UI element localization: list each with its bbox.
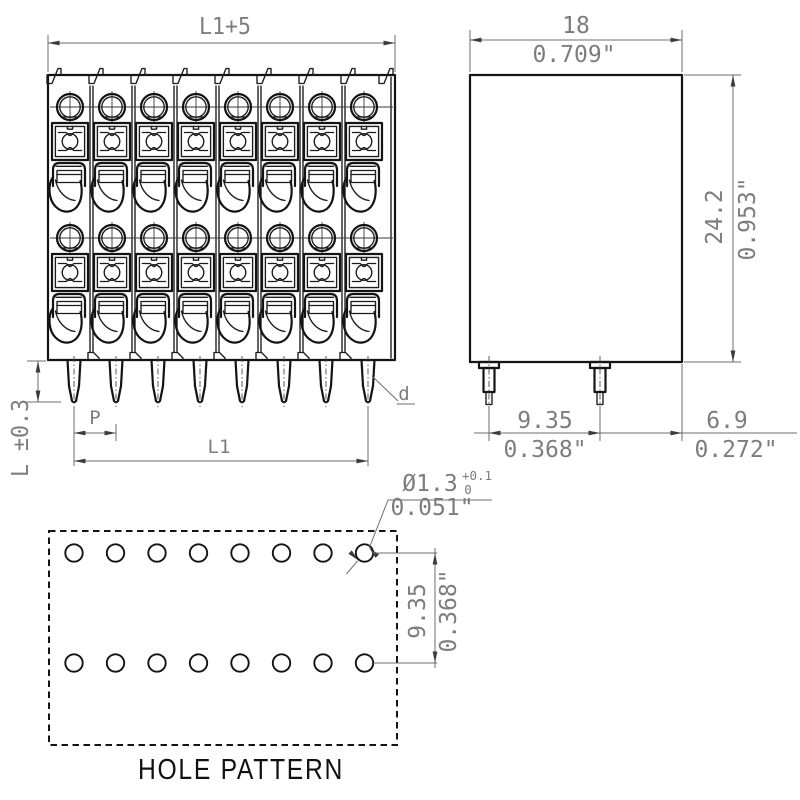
dim-overall-width: L1+5: [47, 14, 396, 72]
hole-row-1: [64, 543, 375, 563]
dim-hole-diameter-label: Ø1.3: [402, 471, 457, 497]
pin-diameter-leader: d: [371, 375, 415, 405]
dim-hole-diameter: Ø1.3 +0.1 0 0.051": [346, 468, 492, 575]
hole-pattern-view: Ø1.3 +0.1 0 0.051" 9.35 0.368" HOLE PATT…: [48, 468, 492, 786]
front-view: L1+5 L ±0.3 P L1 d: [8, 14, 415, 477]
dim-depth: 18 0.709": [469, 13, 683, 72]
dim-row-spacing-mm: 9.35: [405, 583, 431, 638]
hole-pattern-title: HOLE PATTERN: [138, 754, 344, 786]
dim-height-in: 0.953": [735, 177, 761, 260]
dim-span-label: L1: [208, 436, 231, 458]
dim-pin-spacing: 9.35 0.368" 6.9 0.272": [474, 364, 797, 463]
dim-hole-tol-plus: +0.1: [462, 468, 492, 483]
dim-hole-tol-minus: 0: [464, 482, 472, 497]
pin-diameter-label: d: [398, 383, 409, 405]
dim-pin-spacing-mm: 9.35: [517, 408, 572, 434]
dim-pin-spacing-in: 0.368": [503, 437, 586, 463]
hole-row-2: [64, 653, 375, 673]
dim-height-mm: 24.2: [702, 189, 728, 244]
dim-row-spacing: 9.35 0.368": [373, 548, 462, 668]
bottom-notches: [87, 351, 352, 361]
dim-pitch: P: [73, 406, 117, 466]
dim-pin-length-label: L ±0.3: [8, 399, 34, 477]
dim-pitch-label: P: [89, 407, 100, 429]
dim-hole-diameter-in: 0.051": [390, 495, 473, 521]
dim-edge-offset-mm: 6.9: [706, 408, 748, 434]
dim-overall-width-label: L1+5: [199, 14, 251, 40]
pcb-outline: [48, 530, 398, 746]
dim-edge-offset-in: 0.272": [694, 437, 777, 463]
dim-depth-mm: 18: [562, 13, 590, 39]
dim-pin-length: L ±0.3: [8, 360, 61, 477]
dim-depth-in: 0.709": [532, 42, 615, 68]
dim-height: 24.2 0.953": [684, 74, 761, 363]
dim-row-spacing-in: 0.368": [436, 569, 462, 652]
dim-span: L1: [74, 406, 369, 466]
front-solder-pins: [66, 354, 376, 409]
side-view: 18 0.709" 24.2 0.953" 9.35 0.368" 6.9 0.…: [468, 13, 797, 463]
cell-dividers: [89, 85, 346, 353]
